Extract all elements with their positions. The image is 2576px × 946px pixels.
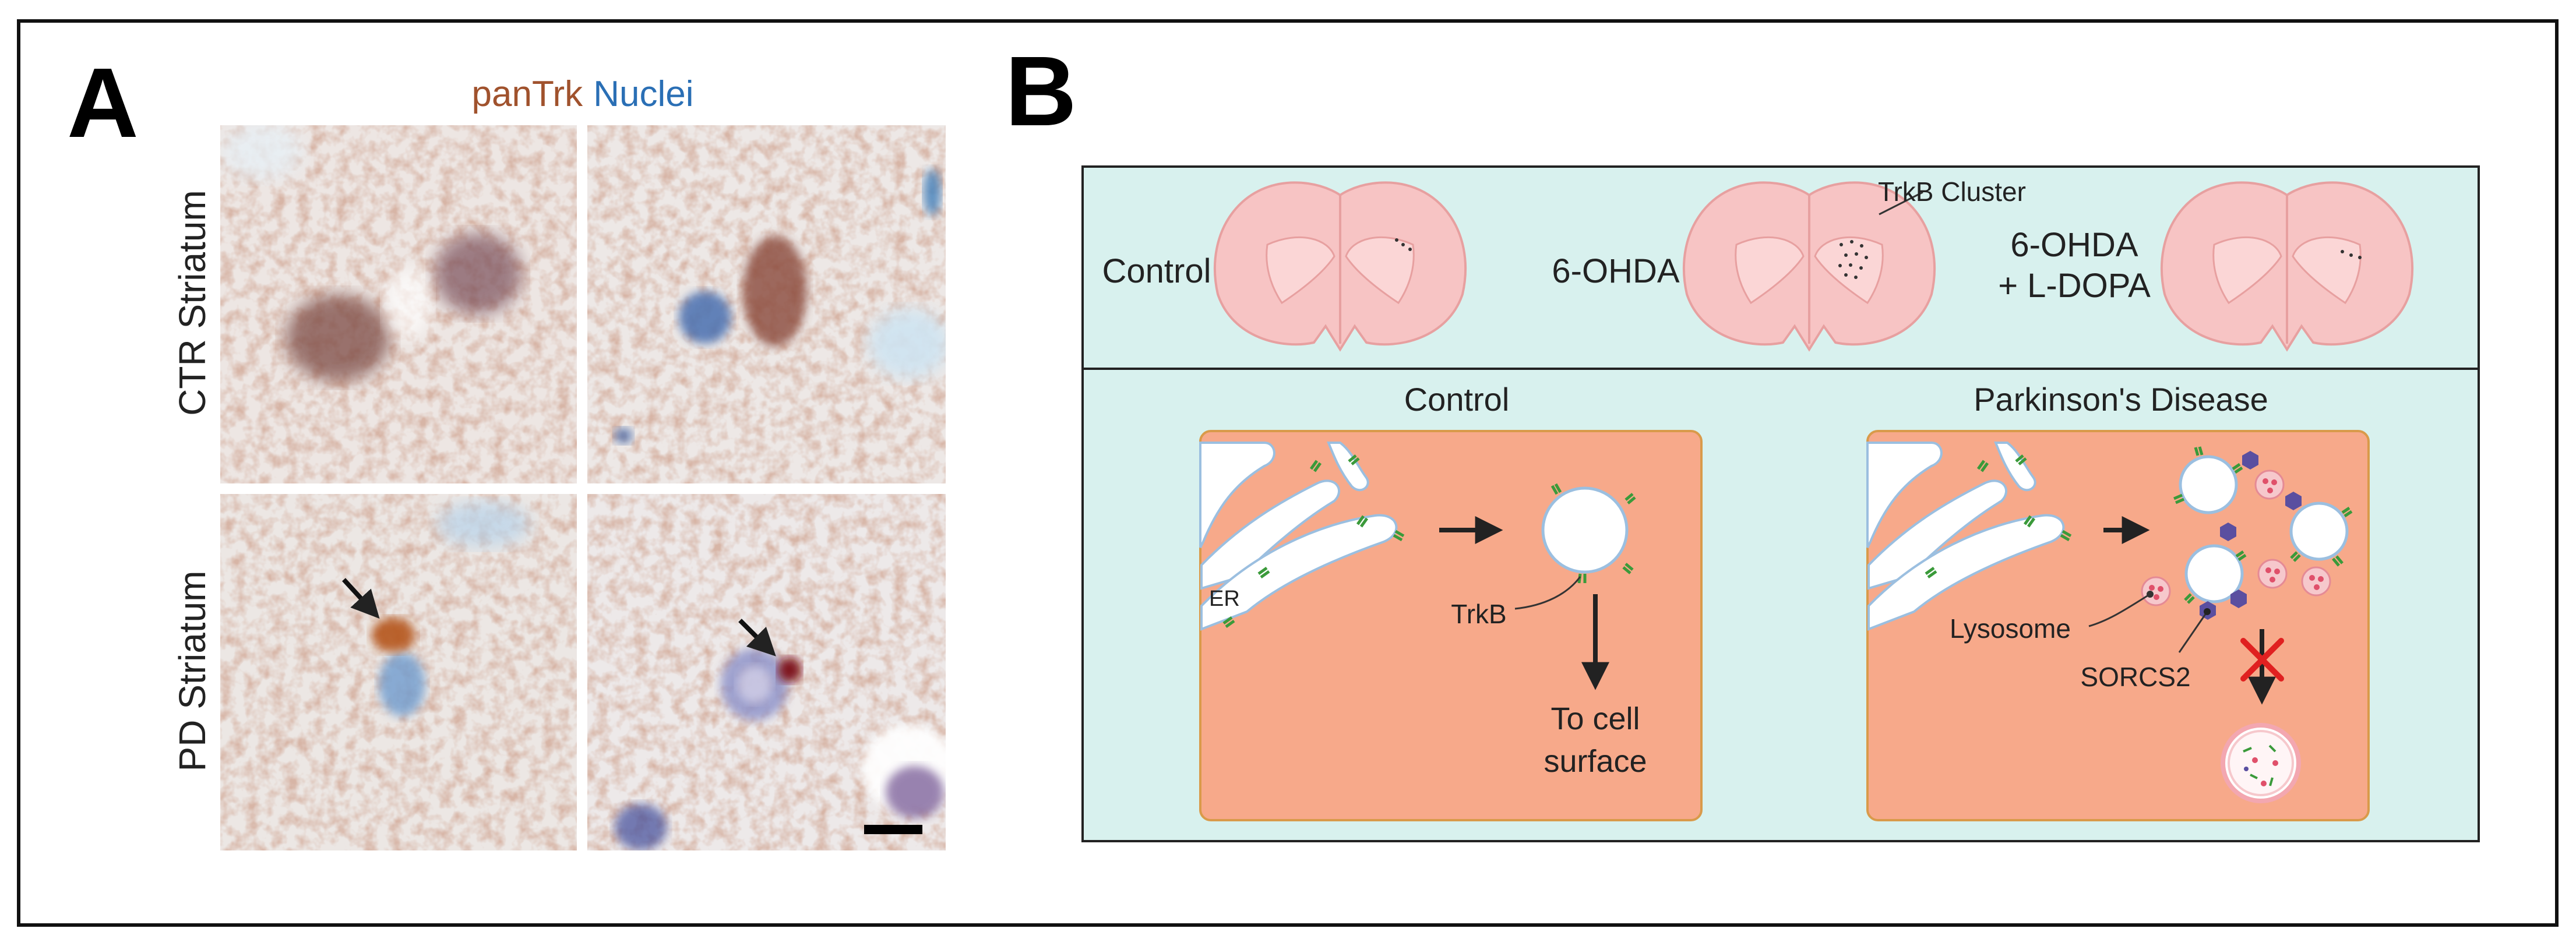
brain-control [1214, 181, 1467, 352]
micrograph-pd-left [220, 494, 577, 850]
lysosome-label: Lysosome [1950, 613, 2071, 644]
control-vesicle [1541, 486, 1629, 574]
row-label-ctr: CTR Striatum [171, 190, 213, 416]
pd-sorcs2 [2200, 451, 2302, 620]
arrow-pd-right [738, 619, 776, 656]
surface-label-2: surface [1544, 744, 1647, 779]
scale-bar [864, 825, 922, 834]
brain-6ohda [1683, 181, 1936, 352]
arrow-pd-left [342, 578, 380, 619]
brain-label-control: Control [1102, 252, 1211, 290]
micrograph-ctr-left [220, 125, 577, 483]
pd-er [1866, 442, 2072, 631]
micrograph-pd-right [587, 494, 946, 850]
row-label-pd: PD Striatum [171, 571, 213, 772]
control-cell-title: Control [1404, 381, 1510, 418]
panel-a-letter: A [67, 48, 139, 158]
trkb-label: TrkB [1451, 599, 1506, 629]
brain-label-cluster: TrkB Cluster [1878, 177, 2026, 207]
control-er [1199, 442, 1405, 631]
surface-label-1: To cell [1550, 701, 1640, 736]
lysosome-pointer [2088, 593, 2151, 627]
trkb-pointer [1514, 576, 1581, 610]
brain-6ohda-ldopa [2161, 181, 2413, 352]
degradation-lysosome [2221, 723, 2301, 803]
brain-label-ldopa-2: + L-DOPA [1998, 267, 2151, 305]
inhibit-x-icon [2240, 638, 2284, 682]
micrograph-ctr-right [587, 125, 946, 483]
legend-nuclei: Nuclei [593, 74, 693, 114]
cluster-pointer [1879, 191, 1923, 216]
sorcs2-pointer [2178, 611, 2208, 653]
brain-label-ldopa-1: 6-OHDA [2010, 226, 2138, 264]
sorcs2-label: SORCS2 [2080, 662, 2190, 692]
pd-lysosomes [2141, 470, 2331, 606]
pd-cell-title: Parkinson's Disease [1974, 381, 2268, 418]
pd-vesicles [2173, 446, 2353, 604]
panel-b: B Control TrkB Clus [1005, 36, 2480, 842]
legend-pantrk: panTrk [472, 74, 584, 114]
control-vesicle-receptors [1550, 483, 1636, 584]
brain-label-6ohda: 6-OHDA [1552, 252, 1679, 290]
er-label: ER [1209, 587, 1240, 611]
panel-b-letter: B [1005, 36, 1077, 147]
